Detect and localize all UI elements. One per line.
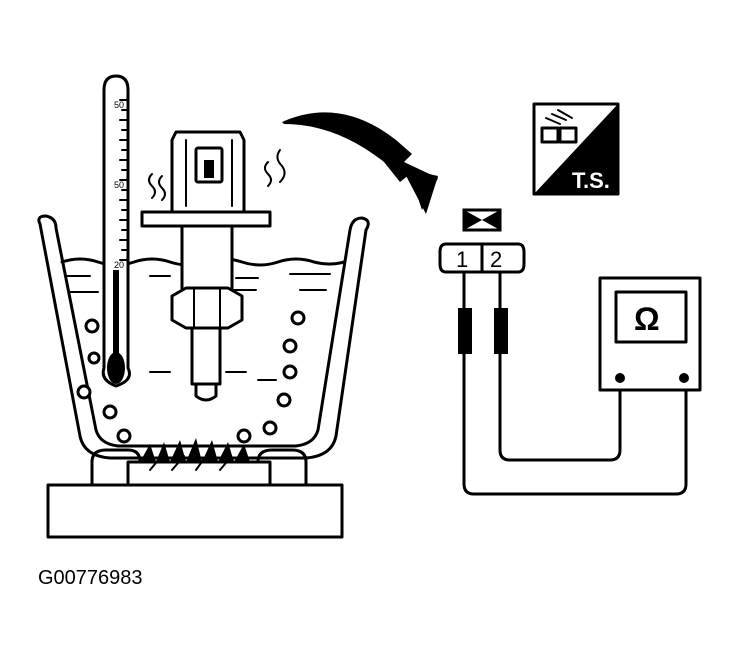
thermometer-scale-mid: 50 — [114, 180, 124, 190]
water-pot — [37, 214, 370, 460]
thermometer-scale-low: 20 — [114, 260, 124, 270]
boiling-bubbles — [76, 310, 306, 444]
burner-flames — [140, 438, 250, 471]
test-leads — [458, 270, 688, 496]
connector-pin-2: 2 — [490, 247, 502, 272]
connector-pin-1: 1 — [456, 247, 468, 272]
thermometer-scale-top: 50 — [114, 100, 124, 110]
sensor-connector: 1 2 — [438, 208, 526, 274]
ts-badge: T.S. — [532, 102, 620, 196]
heat-wave-icons — [148, 149, 286, 201]
ohm-symbol: Ω — [634, 301, 660, 337]
ohmmeter: Ω — [598, 276, 702, 392]
tool-icon — [540, 109, 578, 144]
ohmmeter-terminal-right — [679, 373, 689, 383]
stove-base — [46, 483, 344, 539]
figure-id-caption: G00776983 — [38, 567, 143, 589]
ts-badge-label: T.S. — [572, 168, 610, 193]
ohmmeter-terminal-left — [615, 373, 625, 383]
temperature-sensor — [140, 130, 286, 402]
thermometer: 50 50 20 — [101, 74, 131, 388]
process-arrow-icon — [282, 112, 438, 214]
